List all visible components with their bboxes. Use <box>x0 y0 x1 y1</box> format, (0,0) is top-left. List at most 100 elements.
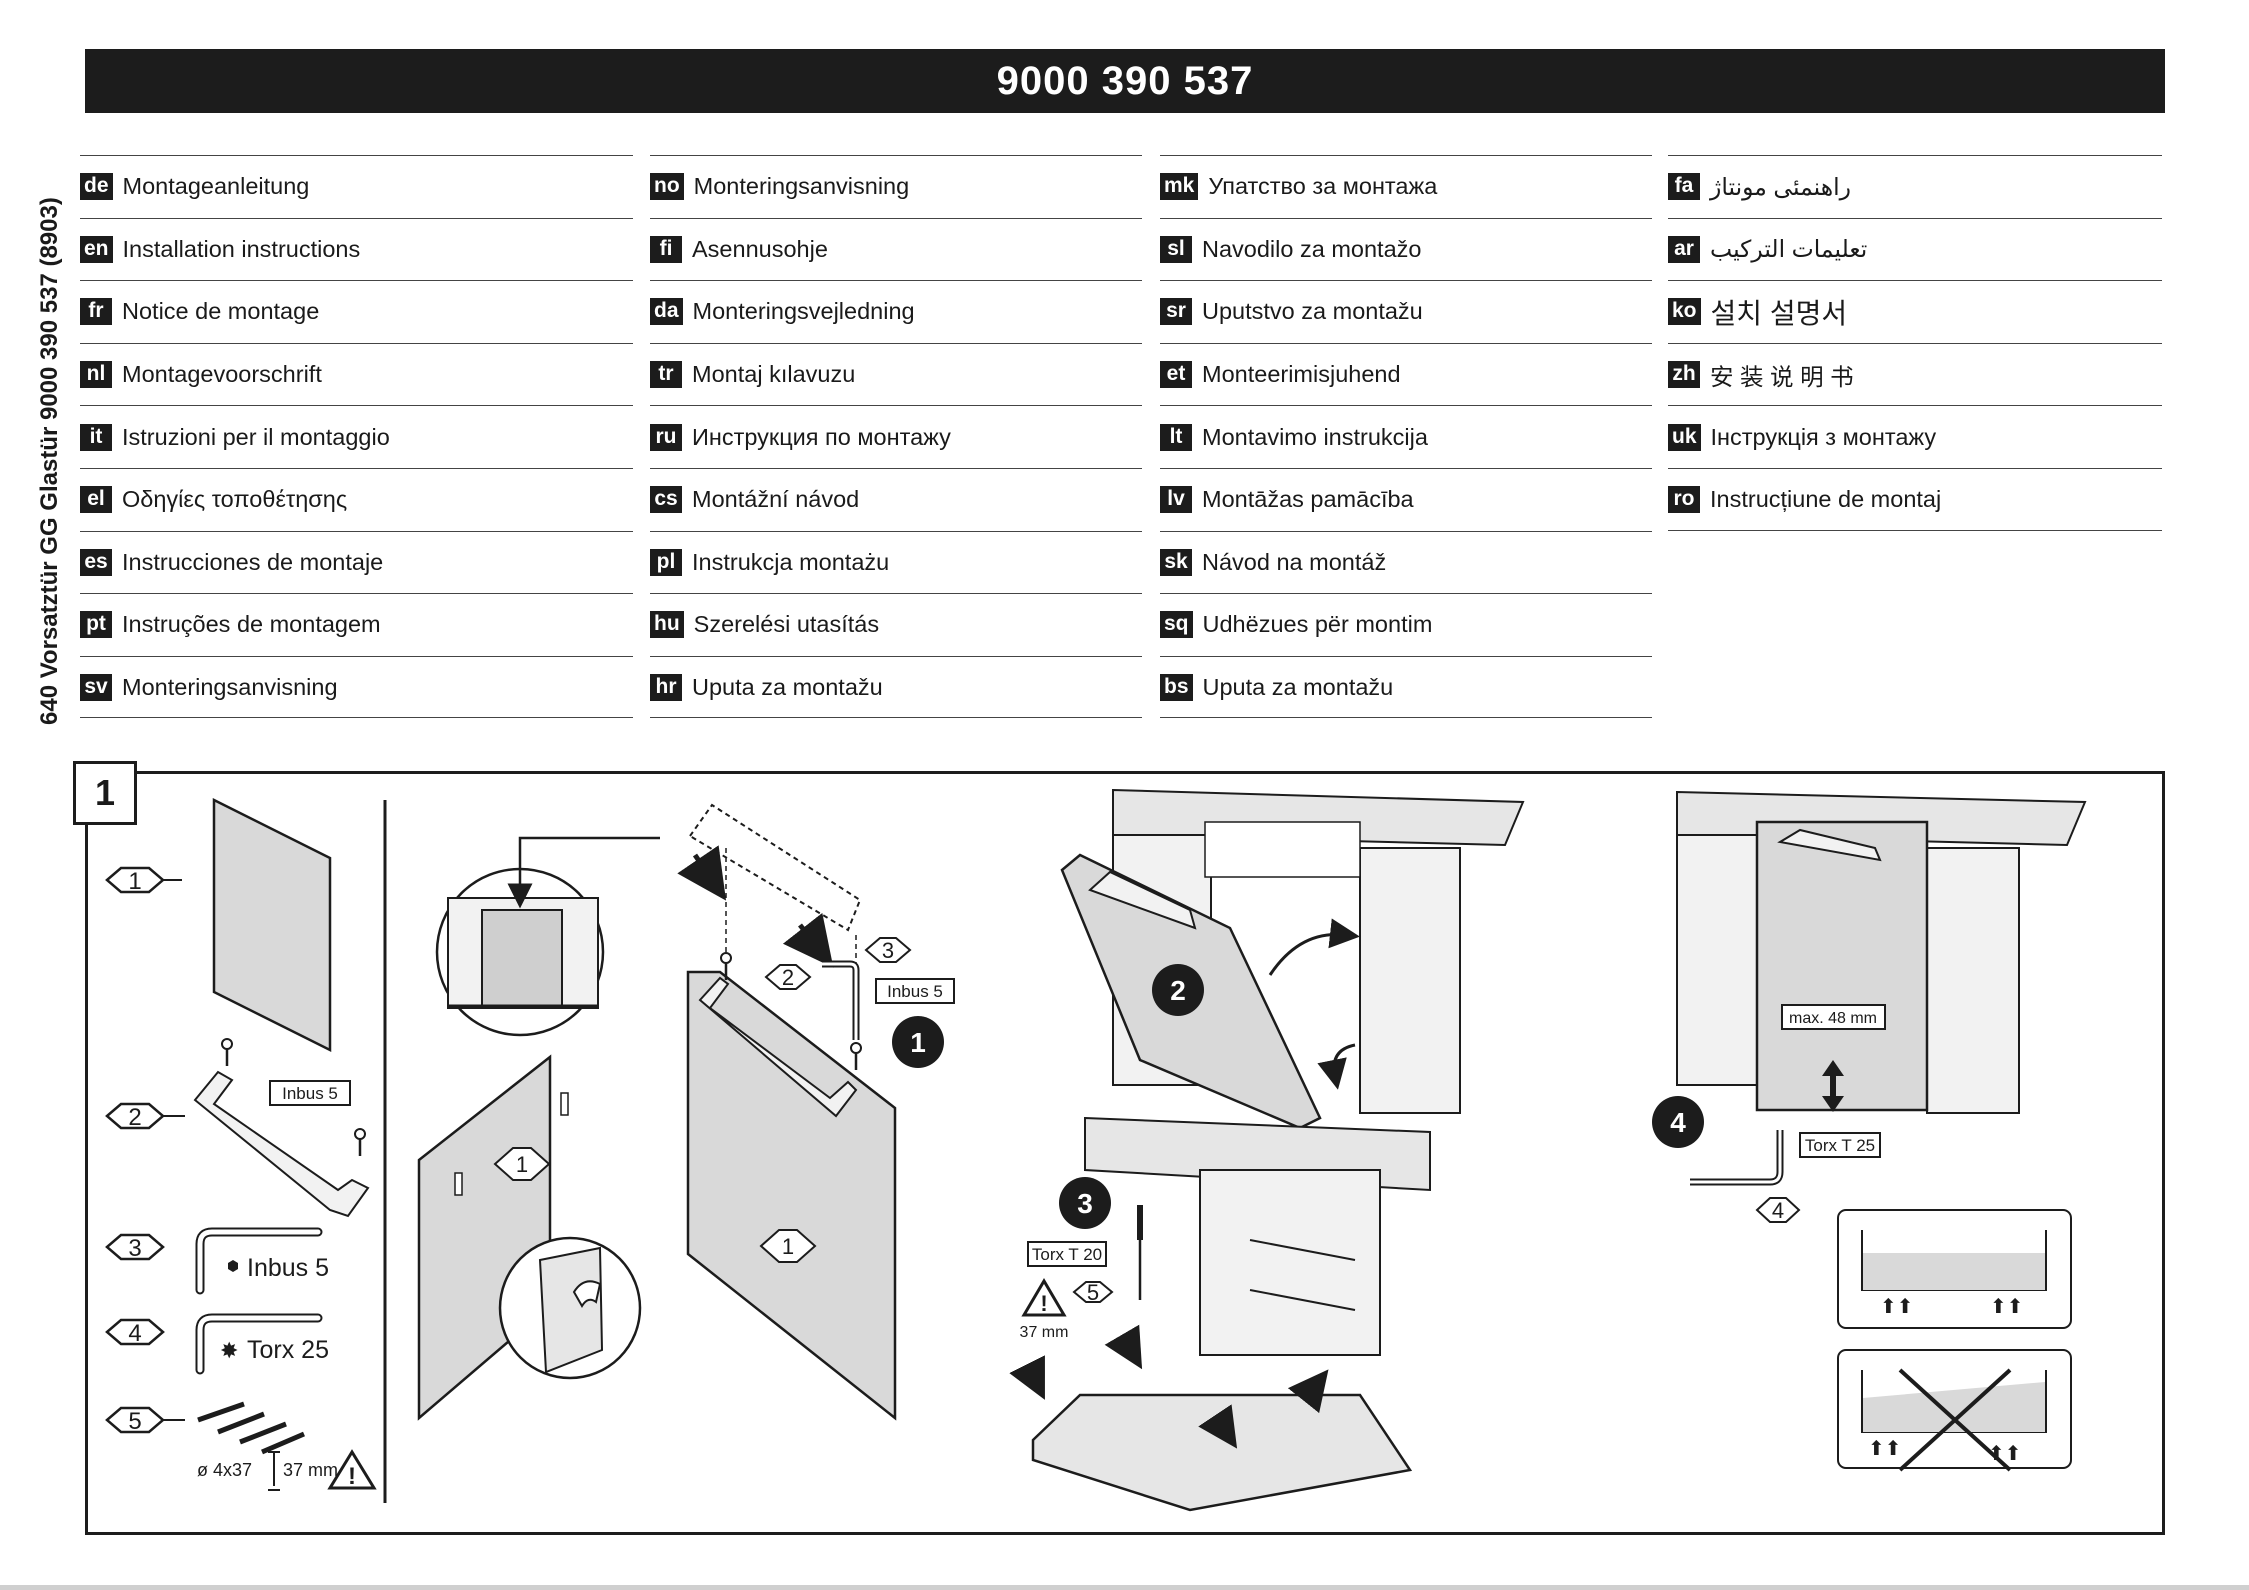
language-row: es Instrucciones de montaje <box>80 530 633 594</box>
glass-door-panel <box>212 797 332 1053</box>
language-code: es <box>80 548 112 576</box>
svg-text:⬆⬆: ⬆⬆ <box>1868 1438 1902 1460</box>
language-label: Montageanleitung <box>122 173 310 200</box>
language-code: no <box>650 173 684 201</box>
language-label: Montagevoorschrift <box>122 361 322 388</box>
document-code-banner: 9000 390 537 <box>85 49 2165 113</box>
language-code: lt <box>1160 423 1192 451</box>
language-code: hr <box>650 673 682 701</box>
warning-icon <box>327 1449 377 1490</box>
step-a-inbus-tag: Inbus 5 <box>887 982 943 1001</box>
language-code: mk <box>1160 173 1199 201</box>
svg-text:⬆⬆: ⬆⬆ <box>1988 1443 2022 1465</box>
part-3-number: 3 <box>128 1235 141 1262</box>
language-code: ro <box>1668 485 1700 513</box>
language-row: lv Montāžas pamācība <box>1160 467 1652 531</box>
language-label: Asennusohje <box>692 235 828 262</box>
language-code: en <box>80 235 113 263</box>
step-d-torx-tag: Torx T 25 <box>1805 1136 1875 1155</box>
step-d-part-4: 4 <box>1772 1198 1784 1223</box>
language-label: Montážní návod <box>692 486 860 513</box>
language-code: pl <box>650 548 682 576</box>
language-label: Istruzioni per il montaggio <box>122 423 390 450</box>
language-code: et <box>1160 361 1192 389</box>
step-3-area: Torx T 20 ! 5 37 mm 3 <box>1009 1116 1431 1512</box>
language-code: de <box>80 173 113 201</box>
inbus-label: Inbus 5 <box>247 1254 329 1282</box>
language-label: Monteringsanvisning <box>693 173 910 200</box>
step-4-area: max. 48 mm Torx T 25 4 4 ⬆⬆ ⬆⬆ ⬆⬆ ⬆⬆ <box>1652 790 2087 1472</box>
language-code: sk <box>1160 548 1192 576</box>
language-label: Udhëzues për montim <box>1202 611 1433 638</box>
dishwasher-interior <box>1199 1169 1381 1356</box>
step-3-badge <box>1059 1177 1111 1229</box>
screw-size: ø 4x37 <box>197 1460 252 1480</box>
step-d-max-tag: max. 48 mm <box>1789 1010 1877 1027</box>
step-c-depth: 37 mm <box>1020 1324 1069 1341</box>
language-code: sl <box>1160 235 1192 263</box>
language-code: nl <box>80 361 112 389</box>
language-label: 설치 설명서 <box>1710 297 1848 329</box>
step-1-badge <box>892 1016 944 1068</box>
language-code: fa <box>1668 173 1700 201</box>
language-code: da <box>650 298 683 326</box>
language-label: Instruções de montagem <box>122 611 381 638</box>
language-label: تعليمات التركيب <box>1710 236 1868 263</box>
part-5-screws: 5 ø 4x37 37 mm ! <box>105 1401 377 1491</box>
language-label: Szerelési utasítás <box>693 611 880 638</box>
language-label: Uputa za montažu <box>692 673 883 700</box>
language-code: lv <box>1160 486 1192 514</box>
language-label: Uputa za montažu <box>1202 673 1394 700</box>
part-3-hex-key: 3 Inbus 5 <box>105 1227 329 1295</box>
language-label: 安 装 说 明 书 <box>1710 363 1854 390</box>
open-door-flat <box>1031 1393 1413 1512</box>
language-code: sr <box>1160 298 1192 326</box>
language-label: Montavimo instrukcija <box>1202 423 1428 450</box>
language-code: pt <box>80 611 112 639</box>
language-row: zh 安 装 说 明 书 <box>1668 342 2162 406</box>
language-label: راهنمئی مونتاژ <box>1710 173 1852 200</box>
language-row: bs Uputa za montažu <box>1160 655 1652 719</box>
step-1-number: 1 <box>910 1027 926 1058</box>
language-row: pt Instruções de montagem <box>80 593 633 656</box>
svg-text:!: ! <box>348 1463 356 1490</box>
language-row: ru Инструкция по монтажу <box>650 405 1142 468</box>
language-code: ru <box>650 423 682 451</box>
step-2-area: 2 <box>1060 788 1525 1130</box>
language-code: el <box>80 486 112 514</box>
language-label: Инструкция по монтажу <box>692 423 951 450</box>
language-label: Notice de montage <box>122 298 320 325</box>
part-4-torx-key: 4 ✸ Torx 25 <box>105 1313 329 1375</box>
door-front-view <box>686 970 897 1421</box>
hexagon-icon <box>228 1260 238 1272</box>
language-label: Instrucciones de montaje <box>122 548 384 575</box>
language-row: sr Uputstvo za montažu <box>1160 280 1652 343</box>
language-label: Uputstvo za montažu <box>1202 298 1423 325</box>
screw-length: 37 mm <box>283 1460 338 1480</box>
step-a-part-3: 3 <box>882 938 894 963</box>
inbus-tag <box>269 1080 351 1106</box>
language-row: no Monteringsanvisning <box>650 155 1142 218</box>
language-code: bs <box>1160 673 1193 701</box>
language-code: zh <box>1668 361 1700 389</box>
language-label: Montāžas pamācība <box>1202 486 1414 513</box>
step-2-badge <box>1152 964 1204 1016</box>
